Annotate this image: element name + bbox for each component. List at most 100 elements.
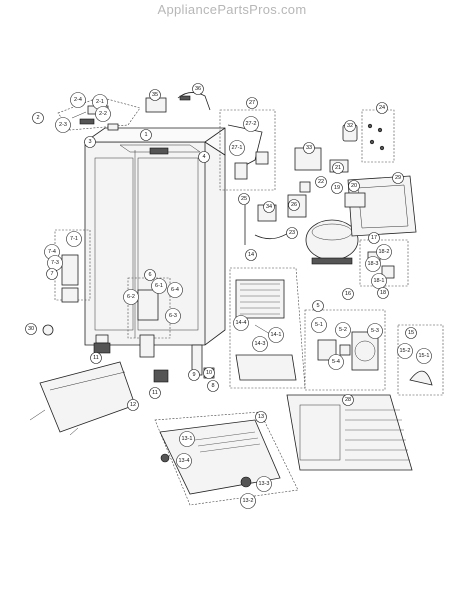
callout-27-2: 27-2 xyxy=(243,116,259,132)
screw-set xyxy=(361,109,395,163)
callout-text: 13 xyxy=(258,414,264,420)
callout-text: 4 xyxy=(202,154,205,160)
callout-14: 14 xyxy=(245,249,257,261)
callout-11a: 11 xyxy=(90,352,102,364)
callout-text: 2-1 xyxy=(96,99,104,105)
callout-text: 7-1 xyxy=(70,236,78,242)
callout-text: 12 xyxy=(130,402,136,408)
callout-text: 7-4 xyxy=(48,249,56,255)
callout-15: 15 xyxy=(405,327,417,339)
callout-text: 3 xyxy=(88,139,91,145)
callout-7-3: 7-3 xyxy=(47,255,63,271)
callout-33: 33 xyxy=(303,142,315,154)
callout-text: 2 xyxy=(36,115,39,121)
callout-text: 6-4 xyxy=(171,287,179,293)
callout-text: 24 xyxy=(379,105,385,111)
callout-text: 16 xyxy=(345,291,351,297)
callout-25: 25 xyxy=(238,193,250,205)
callout-18: 18 xyxy=(377,287,389,299)
callout-6-3: 6-3 xyxy=(165,308,181,324)
callout-text: 2-2 xyxy=(99,111,107,117)
callout-text: 2-4 xyxy=(74,97,82,103)
callout-6-4: 6-4 xyxy=(167,282,183,298)
callout-29: 29 xyxy=(392,172,404,184)
callout-16: 16 xyxy=(342,288,354,300)
callout-20: 20 xyxy=(348,180,360,192)
callout-14-3: 14-3 xyxy=(252,336,268,352)
callout-15-1: 15-1 xyxy=(416,348,432,364)
callout-text: 10 xyxy=(206,370,212,376)
callout-text: 13-3 xyxy=(258,481,269,487)
fan-blade-group xyxy=(397,324,444,396)
wire-harness xyxy=(219,109,276,191)
callout-36: 36 xyxy=(192,83,204,95)
callout-text: 9 xyxy=(192,372,195,378)
callout-text: 5-4 xyxy=(332,359,340,365)
callout-text: 18 xyxy=(380,290,386,296)
callout-13-2: 13-2 xyxy=(240,493,256,509)
evaporator-assembly xyxy=(229,267,306,389)
callout-text: 5-1 xyxy=(315,322,323,328)
callout-text: 27 xyxy=(249,100,255,106)
callout-1: 1 xyxy=(140,129,152,141)
callout-text: 5 xyxy=(316,303,319,309)
center-hinge xyxy=(127,277,171,358)
callout-7-1: 7-1 xyxy=(66,231,82,247)
callout-32: 32 xyxy=(344,120,356,132)
callout-text: 23 xyxy=(289,230,295,236)
callout-text: 35 xyxy=(152,92,158,98)
callout-text: 17 xyxy=(371,235,377,241)
top-cover-parts xyxy=(145,92,211,113)
callout-text: 22 xyxy=(318,179,324,185)
callout-30: 30 xyxy=(25,323,37,335)
callout-3: 3 xyxy=(84,136,96,148)
callout-text: 6-2 xyxy=(127,294,135,300)
callout-text: 14-4 xyxy=(235,320,246,326)
callout-text: 6 xyxy=(148,272,151,278)
callout-13-3: 13-3 xyxy=(256,476,272,492)
callout-text: 11 xyxy=(152,390,158,396)
callout-text: 14 xyxy=(248,252,254,258)
callout-text: 18-3 xyxy=(367,261,378,267)
callout-14-4: 14-4 xyxy=(233,315,249,331)
rear-panel xyxy=(286,394,413,471)
callout-13: 13 xyxy=(255,411,267,423)
callout-12: 12 xyxy=(127,399,139,411)
callout-text: 15-2 xyxy=(399,348,410,354)
callout-text: 25 xyxy=(241,196,247,202)
callout-text: 7 xyxy=(50,271,53,277)
callout-text: 13-4 xyxy=(178,458,189,464)
callout-7: 7 xyxy=(46,268,58,280)
watermark: AppliancePartsPros.com xyxy=(157,2,307,17)
callout-2-4: 2-4 xyxy=(70,92,86,108)
callout-text: 27-2 xyxy=(245,121,256,127)
callout-27: 27 xyxy=(246,97,258,109)
callout-15-2: 15-2 xyxy=(397,343,413,359)
callout-text: 1 xyxy=(144,132,147,138)
callout-text: 13-1 xyxy=(181,436,192,442)
callout-5-3: 5-3 xyxy=(367,323,383,339)
callout-text: 26 xyxy=(291,202,297,208)
callout-text: 21 xyxy=(335,165,341,171)
callout-text: 28 xyxy=(345,397,351,403)
compressor-area xyxy=(244,124,417,287)
callout-17: 17 xyxy=(368,232,380,244)
callout-5-1: 5-1 xyxy=(311,317,327,333)
callout-text: 6-3 xyxy=(169,313,177,319)
callout-18-2: 18-2 xyxy=(376,244,392,260)
callout-text: 6-1 xyxy=(155,283,163,289)
callout-13-1: 13-1 xyxy=(179,431,195,447)
callout-text: 27-1 xyxy=(231,145,242,151)
callout-text: 14-3 xyxy=(254,341,265,347)
callout-text: 13-2 xyxy=(242,498,253,504)
callout-8: 8 xyxy=(207,380,219,392)
callout-9: 9 xyxy=(188,369,200,381)
callout-6: 6 xyxy=(144,269,156,281)
callout-24: 24 xyxy=(376,102,388,114)
callout-13-4: 13-4 xyxy=(176,453,192,469)
callout-22: 22 xyxy=(315,176,327,188)
callout-text: 33 xyxy=(306,145,312,151)
callout-2: 2 xyxy=(32,112,44,124)
